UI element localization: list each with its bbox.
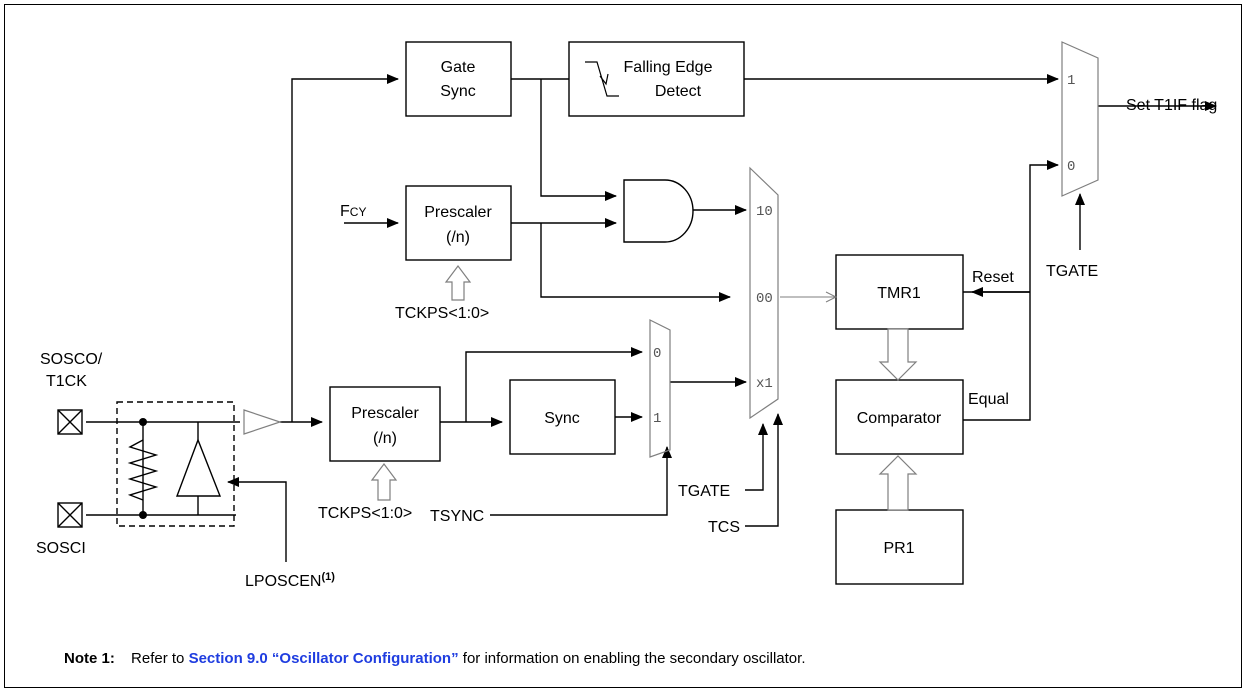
falling-edge-label-2: Detect bbox=[655, 83, 702, 100]
pin-icons bbox=[57, 409, 83, 528]
fcy-label: FCY bbox=[340, 203, 366, 220]
oscillator-amplifier-icon bbox=[175, 438, 222, 497]
reset-label: Reset bbox=[972, 269, 1014, 286]
section-9-link[interactable]: Section 9.0 “Oscillator Configuration” bbox=[188, 650, 459, 667]
prescaler-top-label-2: (/n) bbox=[446, 229, 470, 246]
note-number: 1: bbox=[101, 650, 115, 667]
set-t1if-flag-label: Set T1IF flag bbox=[1126, 97, 1217, 114]
gate-sync-block bbox=[405, 41, 512, 117]
sosco-label: SOSCO/ bbox=[40, 351, 103, 368]
pr1-to-comparator-arrow bbox=[878, 455, 918, 511]
input-buffer-icon bbox=[243, 409, 282, 435]
gate-sync-label-1: Gate bbox=[441, 59, 476, 76]
big-mux-00-label: 00 bbox=[756, 291, 773, 307]
lposcen-label: LPOSCEN(1) bbox=[245, 571, 335, 590]
footnote: Note 1: Refer to Section 9.0 “Oscillator… bbox=[64, 650, 805, 667]
tmr1-to-comparator-arrow bbox=[878, 328, 918, 381]
clock-select-mux bbox=[749, 166, 779, 420]
prescaler-bottom-block bbox=[329, 386, 441, 462]
prescaler-top-block bbox=[405, 185, 512, 261]
tsync-label: TSYNC bbox=[430, 508, 484, 525]
sync-select-mux bbox=[649, 319, 671, 458]
small-mux-0-label: 0 bbox=[653, 346, 661, 362]
gate-sync-label-2: Sync bbox=[440, 83, 476, 100]
small-mux-1-label: 1 bbox=[653, 411, 661, 427]
t1ck-label: T1CK bbox=[46, 373, 87, 390]
falling-edge-label-1: Falling Edge bbox=[624, 59, 713, 76]
oscillator-dashed-box bbox=[116, 401, 235, 527]
and-gate bbox=[623, 179, 694, 243]
out-mux-1-label: 1 bbox=[1067, 73, 1075, 89]
tmr1-label: TMR1 bbox=[877, 285, 921, 302]
falling-edge-detect-block bbox=[568, 41, 745, 117]
out-mux-0-label: 0 bbox=[1067, 159, 1075, 175]
tcs-label: TCS bbox=[708, 519, 740, 536]
tckps-bottom-label: TCKPS<1:0> bbox=[318, 505, 412, 522]
figure-frame bbox=[4, 4, 1242, 688]
comparator-label: Comparator bbox=[857, 410, 942, 427]
comparator-block bbox=[835, 379, 964, 455]
tgate-mid-label: TGATE bbox=[678, 483, 730, 500]
prescaler-top-label-1: Prescaler bbox=[424, 204, 492, 221]
note-pre-text: Refer to bbox=[131, 650, 185, 667]
big-mux-10-label: 10 bbox=[756, 204, 773, 220]
tgate-right-label: TGATE bbox=[1046, 263, 1098, 280]
sosci-label: SOSCI bbox=[36, 540, 86, 557]
pr1-label: PR1 bbox=[883, 540, 914, 557]
prescaler-bottom-label-1: Prescaler bbox=[351, 405, 419, 422]
output-mux bbox=[1061, 41, 1099, 197]
sync-label: Sync bbox=[544, 410, 580, 427]
tckps-top-label: TCKPS<1:0> bbox=[395, 305, 489, 322]
note-label: Note bbox=[64, 650, 98, 667]
prescaler-bottom-label-2: (/n) bbox=[373, 430, 397, 447]
note-post-text: for information on enabling the secondar… bbox=[462, 650, 806, 667]
big-mux-x1-label: x1 bbox=[756, 376, 773, 392]
equal-label: Equal bbox=[968, 391, 1009, 408]
tckps-bottom-hollow-arrow bbox=[370, 463, 398, 501]
tckps-top-hollow-arrow bbox=[444, 265, 472, 301]
